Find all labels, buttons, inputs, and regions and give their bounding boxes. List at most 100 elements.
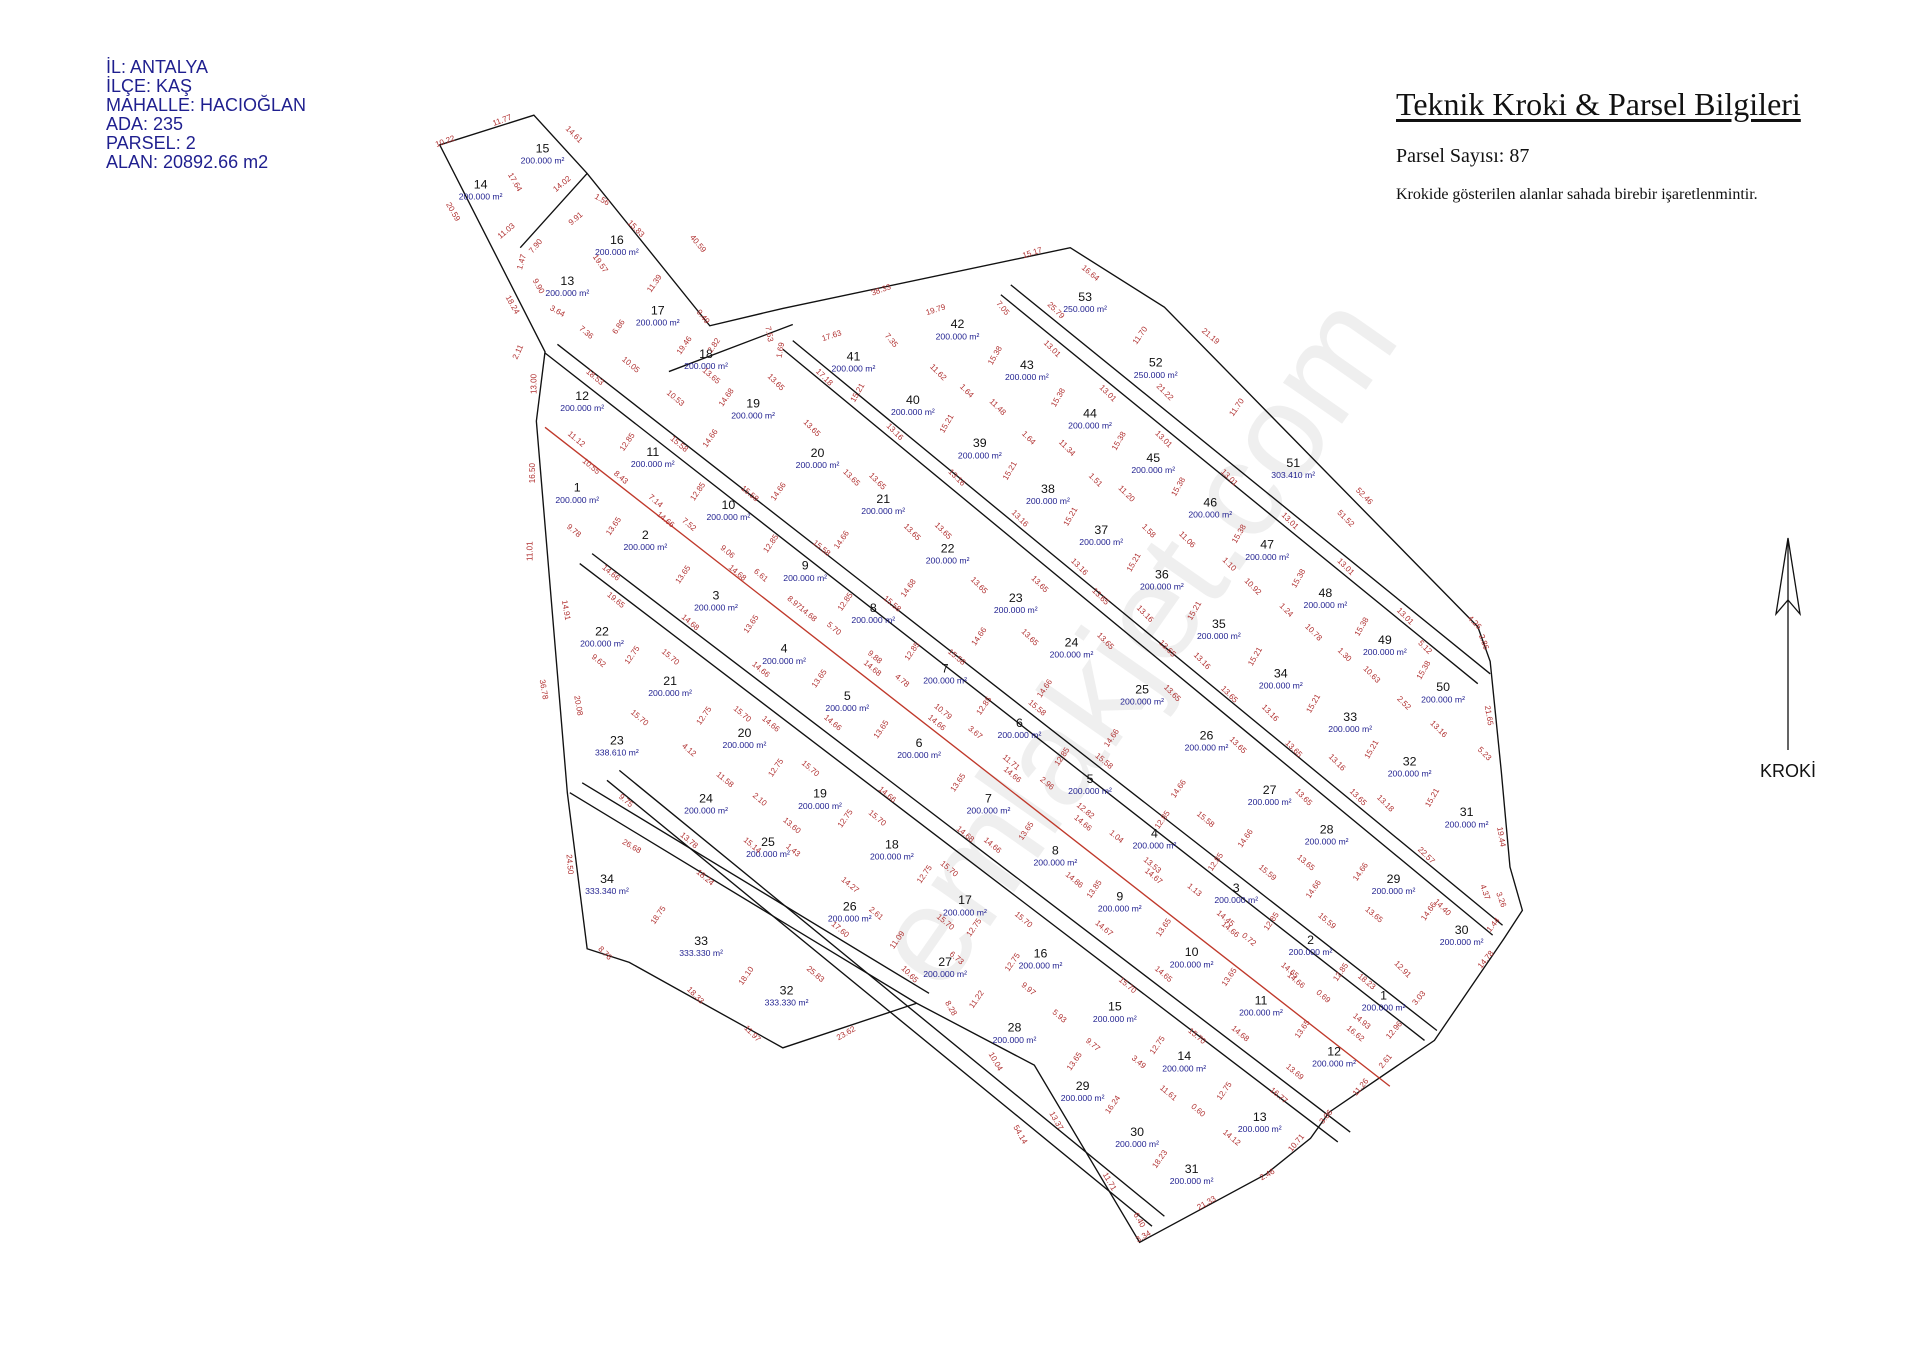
dimension-label: 19.44 (1495, 826, 1507, 848)
dimension-label: 15.58 (669, 434, 691, 454)
parcel-area: 303.410 m² (1271, 470, 1315, 480)
road-edge (569, 792, 917, 1004)
dimension-label: 4.12 (680, 741, 698, 758)
parcel-area: 200.000 m² (1305, 837, 1349, 847)
parcel-area: 200.000 m² (1214, 895, 1258, 905)
parcel-area: 200.000 m² (851, 615, 895, 625)
dimension-label: 7.53 (763, 325, 775, 343)
parcel-number: 38 (1041, 482, 1055, 496)
parcel-number: 5 (844, 689, 851, 703)
parcel-area: 200.000 m² (555, 495, 599, 505)
dimension-label: 12.75 (1148, 1034, 1167, 1056)
